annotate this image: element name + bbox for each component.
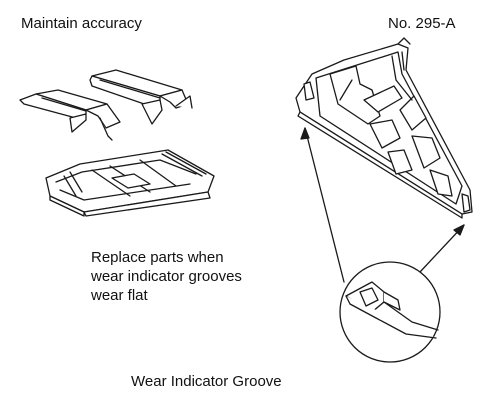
magnifier-circle	[340, 262, 440, 362]
note-line: wear indicator grooves	[91, 268, 242, 285]
part-number: No. 295-A	[388, 15, 456, 32]
heading-maintain-accuracy: Maintain accuracy	[21, 15, 142, 32]
note-line: Replace parts when	[91, 249, 224, 266]
grooved-plate-illustration	[46, 150, 214, 216]
tray-right-illustration	[90, 70, 192, 124]
replace-parts-note: Replace parts when wear indicator groove…	[91, 248, 242, 305]
wear-indicator-caption: Wear Indicator Groove	[131, 373, 282, 390]
note-line: wear flat	[91, 287, 148, 304]
triangular-part-illustration	[296, 38, 472, 218]
arrowheads	[301, 128, 464, 235]
tray-left-illustration	[20, 90, 120, 140]
